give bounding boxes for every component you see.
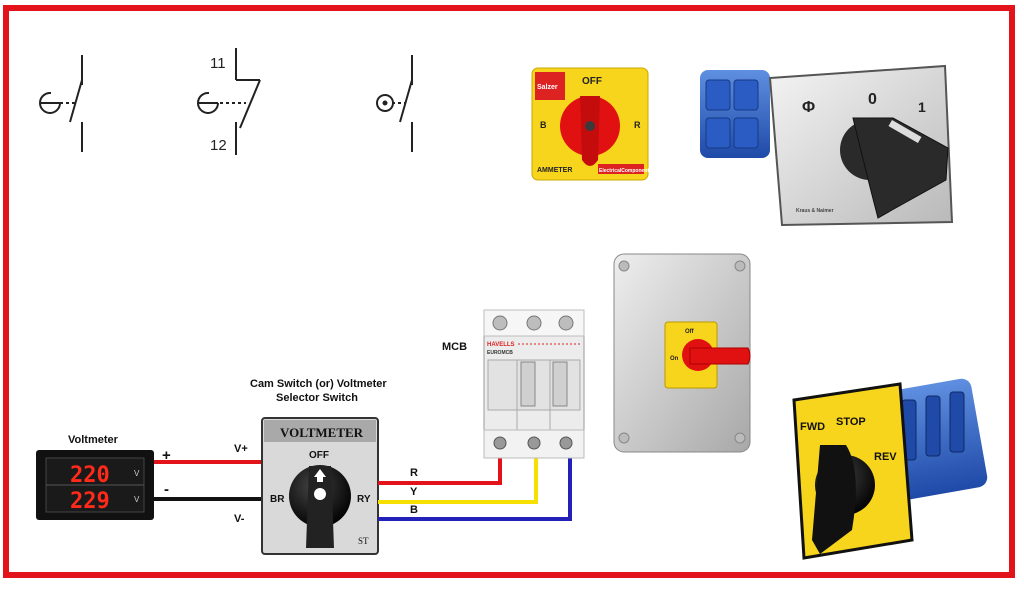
- rev-label: REV: [874, 451, 897, 463]
- rotary-pos-1: 1: [918, 99, 926, 115]
- nc-terminal-11: 11: [210, 55, 226, 72]
- wire-r-phase: [378, 448, 502, 485]
- selector-ry-label: RY: [357, 494, 371, 505]
- nc-terminal-12: 12: [210, 137, 227, 154]
- rotary-handle[interactable]: [852, 117, 949, 219]
- wire-b-phase: [378, 448, 572, 521]
- ammeter-brand: Salzer: [537, 84, 558, 91]
- enclosed-isolator: Off On: [613, 253, 751, 453]
- voltmeter-reading-top: 220: [70, 463, 110, 488]
- fwd-label: FWD: [800, 421, 825, 433]
- isolator-on-label: On: [670, 356, 679, 362]
- rotary-pos-phi: Φ: [802, 99, 815, 116]
- selector-off-label: OFF: [309, 450, 329, 461]
- fwd-stop-rev-handle[interactable]: [812, 445, 856, 554]
- voltmeter-unit-bottom: V: [134, 495, 140, 504]
- mcb-model: EUROMCB: [487, 350, 513, 356]
- vplus-label: V+: [234, 443, 248, 455]
- ammeter-left-label: B: [540, 120, 547, 130]
- voltmeter-title: Voltmeter: [68, 434, 119, 446]
- symbol-nc-contact: [197, 48, 261, 155]
- stop-label: STOP: [836, 416, 866, 428]
- ammeter-selector-switch: Salzer OFF B R AMMETER ElectricalCompone…: [531, 67, 652, 181]
- symbol-no-contact-2: [376, 55, 413, 152]
- voltmeter-reading-bottom: 229: [70, 489, 110, 514]
- vminus-label: V-: [234, 513, 245, 525]
- ammeter-off-label: OFF: [582, 76, 602, 87]
- mcb-label: MCB: [442, 341, 467, 353]
- voltmeter-display: 220 229 V V: [36, 450, 154, 520]
- wire-y-label: Y: [410, 486, 418, 498]
- wire-b-label: B: [410, 504, 418, 516]
- voltmeter-selector-switch: VOLTMETER OFF BR RY ST: [261, 417, 379, 555]
- fwd-stop-rev-switch: FWD STOP REV: [792, 378, 988, 560]
- mcb-breaker: HAVELLS EUROMCB: [483, 309, 585, 459]
- selector-knob[interactable]: [306, 466, 334, 548]
- ammeter-caption: AMMETER: [537, 167, 572, 174]
- cam-switch-title-2: Selector Switch: [276, 392, 358, 404]
- wire-y-phase: [378, 448, 538, 504]
- ammeter-right-label: R: [634, 120, 641, 130]
- selector-br-label: BR: [270, 494, 285, 505]
- cam-switch-title-1: Cam Switch (or) Voltmeter: [250, 378, 387, 390]
- rotary-maker: Kraus & Naimer: [796, 208, 834, 214]
- symbol-no-contact-1: [39, 55, 83, 152]
- selector-st-label: ST: [358, 536, 369, 546]
- ammeter-badge: ElectricalComponents: [599, 168, 652, 174]
- minus-label: -: [164, 481, 169, 498]
- selector-header: VOLTMETER: [280, 425, 364, 440]
- rotary-cam-switch: Φ 0 1 Kraus & Naimer: [700, 64, 954, 227]
- isolator-off-label: Off: [685, 329, 695, 335]
- voltmeter-unit-top: V: [134, 469, 140, 478]
- rotary-pos-0: 0: [868, 91, 877, 108]
- isolator-handle[interactable]: [689, 347, 751, 365]
- wire-r-label: R: [410, 467, 418, 479]
- plus-label: +: [162, 447, 171, 464]
- mcb-brand: HAVELLS: [487, 342, 515, 348]
